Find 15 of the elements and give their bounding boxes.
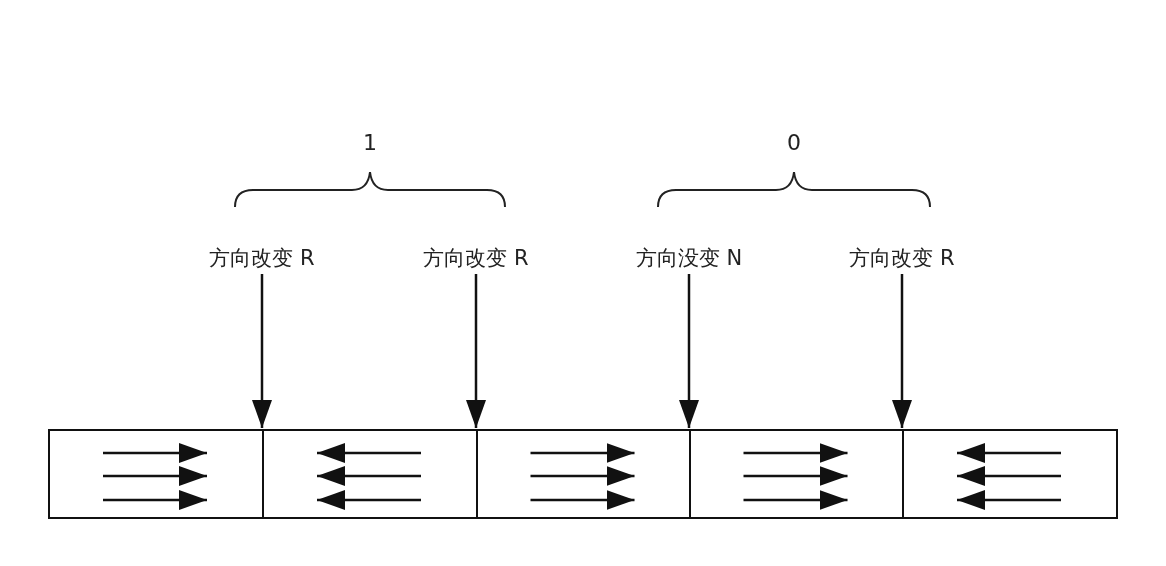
step-label: 方向改变 R xyxy=(822,243,982,273)
arrow xyxy=(892,274,912,428)
arrow xyxy=(466,274,486,428)
brace-label: 0 xyxy=(786,130,802,156)
step-label: 方向改变 R xyxy=(182,243,342,273)
arrow xyxy=(252,274,272,428)
step-label: 方向改变 R xyxy=(396,243,556,273)
step-label: 方向没变 N xyxy=(609,243,769,273)
strip-cell xyxy=(689,429,904,519)
strip-cell xyxy=(262,429,478,519)
strip-cell xyxy=(902,429,1118,519)
arrow xyxy=(679,274,699,428)
strip-cell xyxy=(48,429,264,519)
brace-label: 1 xyxy=(362,130,378,156)
strip-cell xyxy=(476,429,691,519)
